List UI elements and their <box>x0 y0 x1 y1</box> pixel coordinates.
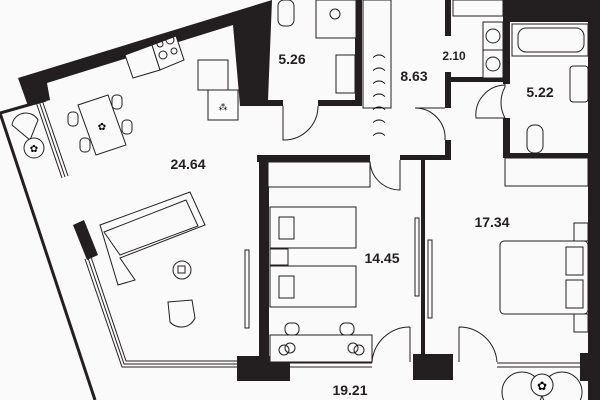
area-label-kids-bedroom: 14.45 <box>364 250 399 266</box>
area-label-living-kitchen: 24.64 <box>170 156 205 172</box>
svg-text:⌒⌒⌒⌒⌒⌒⌒: ⌒⌒⌒⌒⌒⌒⌒ <box>370 55 386 146</box>
kitchen-furniture: ⁂ ✿ ✿ <box>11 35 239 159</box>
room-labels: 24.64 5.26 8.63 2.10 5.22 14.45 17.34 19… <box>170 49 553 398</box>
area-label-laundry: 2.10 <box>442 49 466 63</box>
area-label-wardrobe: 8.63 <box>400 68 427 84</box>
svg-text:✿: ✿ <box>537 379 547 393</box>
svg-text:⁂: ⁂ <box>219 102 228 113</box>
area-label-toilet: 5.26 <box>278 51 305 67</box>
exterior-outline <box>0 98 97 400</box>
area-label-master-bedroom: 17.34 <box>474 214 509 230</box>
windows <box>35 99 580 368</box>
bathroom-fixtures <box>511 23 589 154</box>
svg-text:✿: ✿ <box>98 122 106 133</box>
svg-text:✿: ✿ <box>30 144 38 155</box>
wardrobe-hangers: ⌒⌒⌒⌒⌒⌒⌒ <box>267 0 589 188</box>
toilet-room-fixtures <box>277 0 357 94</box>
doors <box>282 82 506 363</box>
master-bedroom-furniture: ✿ <box>499 222 589 400</box>
area-label-bathroom: 5.22 <box>526 84 553 100</box>
area-label-balcony: 19.21 <box>332 382 367 398</box>
laundry-fixtures <box>482 21 504 79</box>
kids-bedroom-furniture <box>269 206 373 363</box>
living-furniture <box>99 191 206 328</box>
